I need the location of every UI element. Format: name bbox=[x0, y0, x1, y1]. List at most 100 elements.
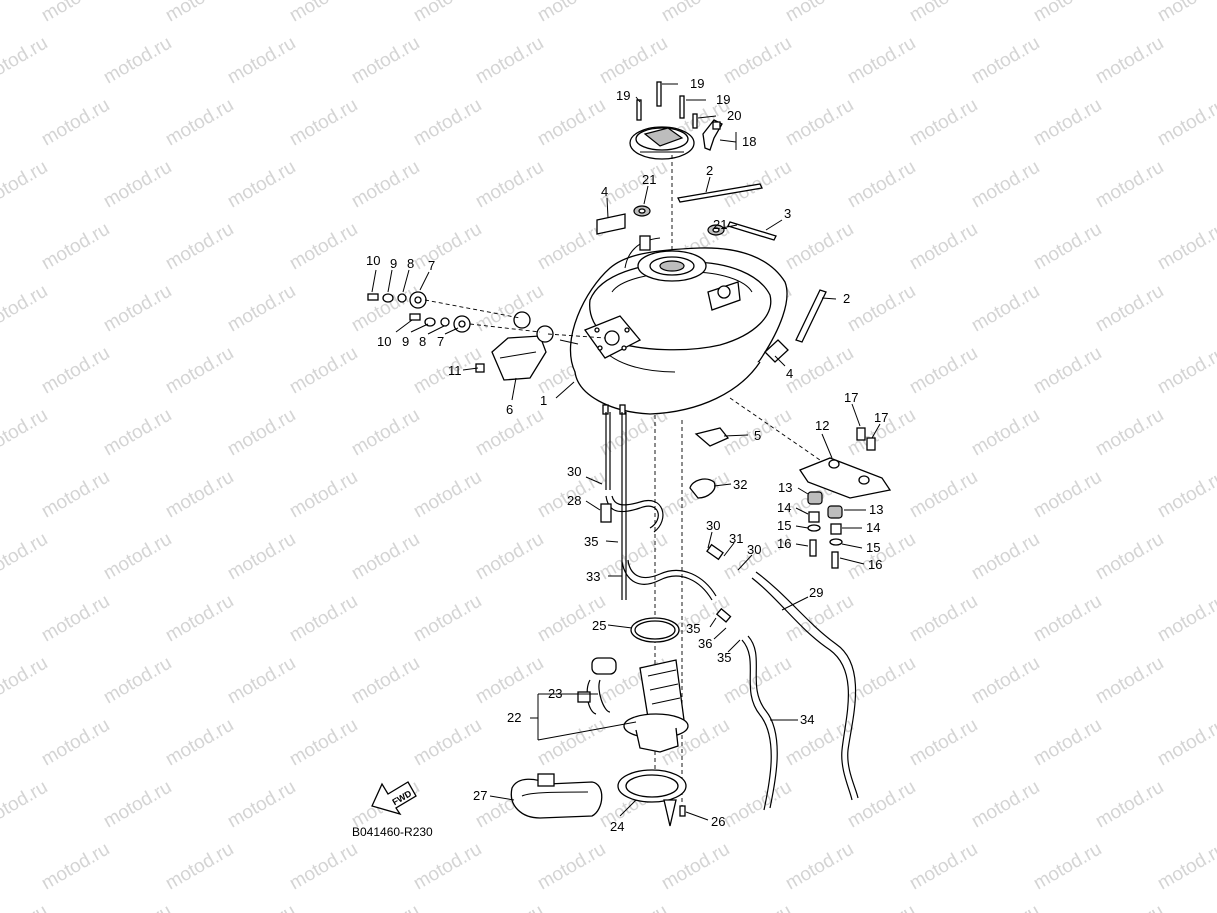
watermark-text: motod.ru bbox=[782, 839, 857, 895]
watermark-text: motod.ru bbox=[348, 653, 423, 709]
leader-lines bbox=[371, 83, 881, 821]
watermark-text: motod.ru bbox=[224, 157, 299, 213]
callout-9a: 9 bbox=[390, 256, 397, 271]
watermark-text: motod.ru bbox=[1154, 0, 1217, 26]
watermark-text: motod.ru bbox=[1092, 405, 1167, 461]
callout-35a: 35 bbox=[584, 534, 598, 549]
callout-19b: 19 bbox=[690, 76, 704, 91]
watermark-text: motod.ru bbox=[1154, 591, 1217, 647]
watermark-text: motod.ru bbox=[38, 839, 113, 895]
grommet bbox=[639, 235, 651, 251]
watermark-text: motod.ru bbox=[0, 653, 51, 709]
watermark-text: motod.ru bbox=[410, 95, 485, 151]
watermark-text: motod.ru bbox=[348, 405, 423, 461]
watermark-text: motod.ru bbox=[1092, 157, 1167, 213]
cover-5 bbox=[694, 427, 730, 447]
callout-21b: 21 bbox=[713, 217, 727, 232]
watermark-text: motod.ru bbox=[286, 467, 361, 523]
watermark-text: motod.ru bbox=[968, 405, 1043, 461]
watermark-text: motod.ru bbox=[162, 715, 237, 771]
watermark-text: motod.ru bbox=[224, 281, 299, 337]
watermark-text: motod.ru bbox=[1092, 653, 1167, 709]
callout-19c: 19 bbox=[716, 92, 730, 107]
watermark-text: motod.ru bbox=[410, 467, 485, 523]
watermark-text: motod.ru bbox=[100, 281, 175, 337]
callout-10a: 10 bbox=[366, 253, 380, 268]
watermark-text: motod.ru bbox=[658, 839, 733, 895]
watermark-text: motod.ru bbox=[906, 467, 981, 523]
watermark-text: motod.ru bbox=[1030, 95, 1105, 151]
watermark-text: motod.ru bbox=[162, 591, 237, 647]
watermark-text: motod.ru bbox=[534, 0, 609, 26]
callout-23: 23 bbox=[548, 686, 562, 701]
watermark-text: motod.ru bbox=[968, 157, 1043, 213]
watermark-text: motod.ru bbox=[100, 529, 175, 585]
callout-16b: 16 bbox=[868, 557, 882, 572]
watermark-text: motod.ru bbox=[472, 653, 547, 709]
watermark-text: motod.ru bbox=[1154, 219, 1217, 275]
watermark-text: motod.ru bbox=[534, 95, 609, 151]
callout-17b: 17 bbox=[874, 410, 888, 425]
watermark-text: motod.ru bbox=[720, 33, 795, 89]
watermark-text: motod.ru bbox=[596, 33, 671, 89]
watermark-text: motod.ru bbox=[38, 0, 113, 26]
watermark-text: motod.ru bbox=[472, 529, 547, 585]
watermark-text: motod.ru bbox=[162, 0, 237, 26]
callout-30a: 30 bbox=[567, 464, 581, 479]
callout-4a: 4 bbox=[601, 184, 608, 199]
watermark-text: motod.ru bbox=[906, 591, 981, 647]
watermark-text: motod.ru bbox=[1092, 777, 1167, 833]
watermark-text: motod.ru bbox=[286, 715, 361, 771]
callout-13a: 13 bbox=[778, 480, 792, 495]
watermark-text: motod.ru bbox=[1092, 281, 1167, 337]
label-4a bbox=[596, 213, 626, 235]
label-4b bbox=[764, 339, 789, 363]
callout-36: 36 bbox=[698, 636, 712, 651]
watermark-text: motod.ru bbox=[906, 343, 981, 399]
clamp-27 bbox=[537, 773, 555, 787]
watermark-text: motod.ru bbox=[0, 777, 51, 833]
callout-9b: 9 bbox=[402, 334, 409, 349]
callout-29: 29 bbox=[809, 585, 823, 600]
watermark-text: motod.ru bbox=[534, 715, 609, 771]
watermark-text: motod.ru bbox=[906, 715, 981, 771]
watermark-text: motod.ru bbox=[1154, 715, 1217, 771]
watermark-text: motod.ru bbox=[472, 157, 547, 213]
watermark-text: motod.ru bbox=[1154, 839, 1217, 895]
callout-13b: 13 bbox=[869, 502, 883, 517]
callout-labels: 1 2 2 3 4 4 5 6 7 7 8 8 9 9 10 10 11 12 … bbox=[366, 76, 888, 834]
watermark-text: motod.ru bbox=[1030, 839, 1105, 895]
callout-8a: 8 bbox=[407, 256, 414, 271]
callout-14a: 14 bbox=[777, 500, 791, 515]
side-bracket-parts bbox=[367, 291, 606, 381]
callout-18: 18 bbox=[742, 134, 756, 149]
callout-1: 1 bbox=[540, 393, 547, 408]
watermark-text: motod.ru bbox=[224, 33, 299, 89]
fuel-pump-assembly bbox=[577, 657, 689, 753]
watermark-text: motod.ru bbox=[782, 219, 857, 275]
watermark-text: motod.ru bbox=[0, 33, 51, 89]
callout-12: 12 bbox=[815, 418, 829, 433]
callout-32: 32 bbox=[733, 477, 747, 492]
watermark-text: motod.ru bbox=[410, 219, 485, 275]
watermark-text: motod.ru bbox=[410, 0, 485, 26]
watermark-text: motod.ru bbox=[968, 33, 1043, 89]
callout-14b: 14 bbox=[866, 520, 880, 535]
callout-11: 11 bbox=[448, 363, 462, 378]
watermark-text: motod.ru bbox=[782, 0, 857, 26]
watermark-text: motod.ru bbox=[100, 653, 175, 709]
watermark-text: motod.ru bbox=[38, 343, 113, 399]
watermark-text: motod.ru bbox=[782, 95, 857, 151]
watermark-text: motod.ru bbox=[162, 839, 237, 895]
callout-30c: 30 bbox=[747, 542, 761, 557]
callout-21a: 21 bbox=[642, 172, 656, 187]
watermark-text: motod.ru bbox=[968, 777, 1043, 833]
fuel-cap-assembly bbox=[629, 81, 723, 160]
guard-27 bbox=[510, 778, 603, 819]
watermark-text: motod.ru bbox=[286, 839, 361, 895]
watermark-text: motod.ru bbox=[0, 281, 51, 337]
watermark-text: motod.ru bbox=[224, 405, 299, 461]
watermark-text: motod.ru bbox=[348, 157, 423, 213]
watermark-text: motod.ru bbox=[720, 901, 795, 913]
